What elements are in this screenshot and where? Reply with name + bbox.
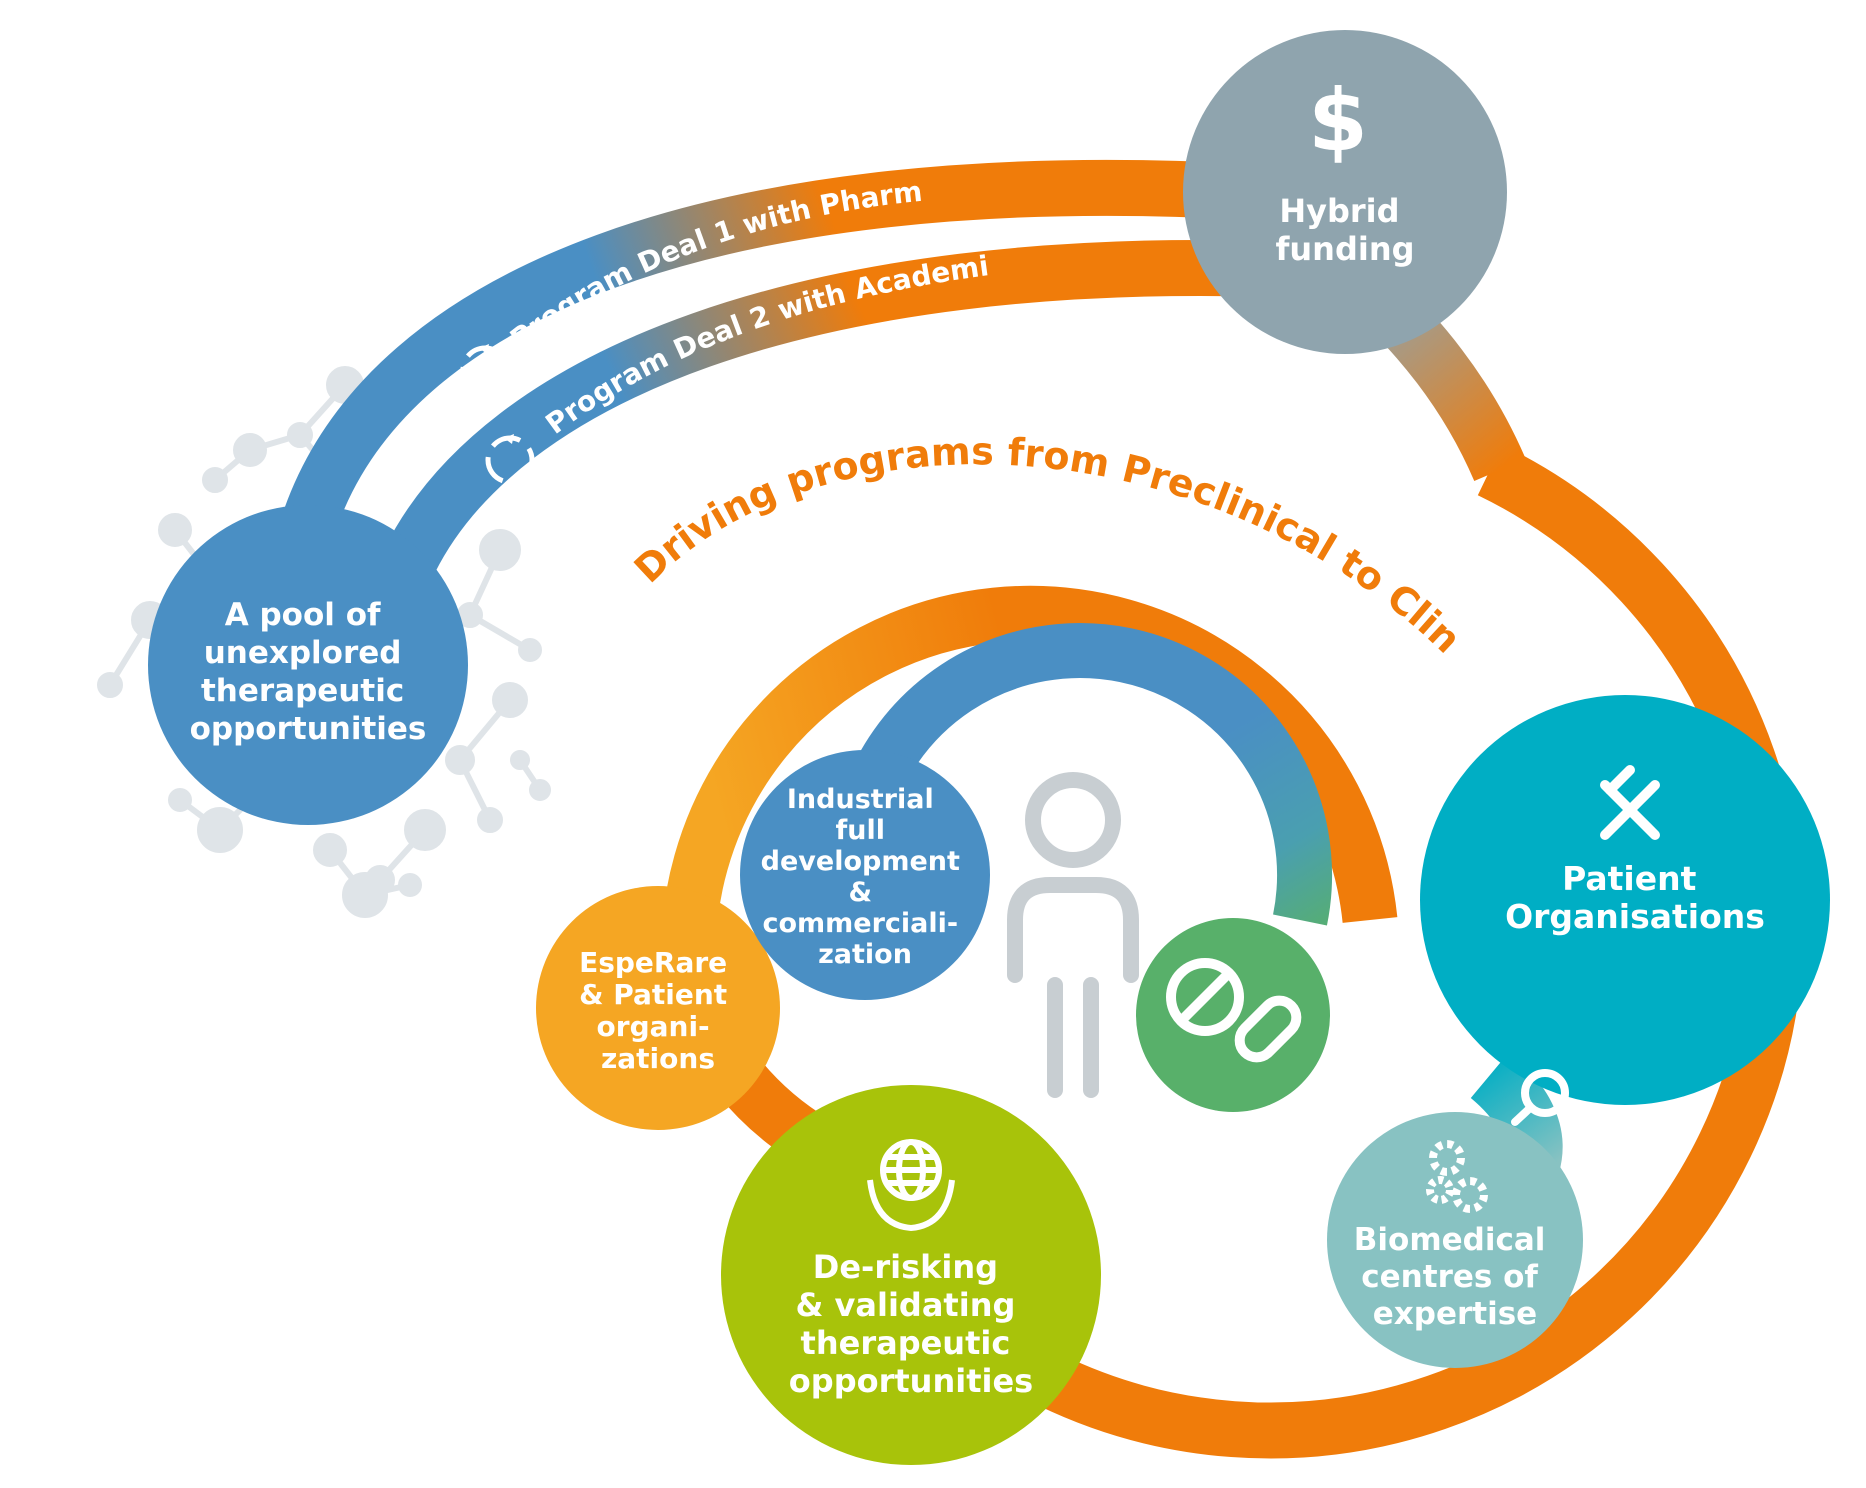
industrial-node[interactable]: Industrial full development & commercial…: [740, 750, 990, 1000]
esperare-node[interactable]: EspeRare & Patient organi- zations: [536, 886, 780, 1130]
patient-orgs-label: Patient Organisations: [1505, 859, 1765, 936]
inner-blue-ring: [833, 622, 1333, 926]
gears-icon: [1426, 1140, 1488, 1213]
person-icon: [1007, 772, 1139, 1098]
funding-node[interactable]: $ Hybrid funding: [1183, 30, 1507, 354]
dollar-icon: $: [1308, 71, 1368, 171]
deal1-arc: [283, 159, 1212, 530]
pool-label: A pool of unexplored therapeutic opportu…: [190, 597, 427, 747]
outer-ring: [1037, 444, 1804, 1459]
pills-node[interactable]: [1136, 918, 1330, 1112]
esperare-label: EspeRare & Patient organi- zations: [579, 946, 737, 1075]
industrial-label: Industrial full development & commercial…: [761, 784, 970, 970]
pool-node[interactable]: A pool of unexplored therapeutic opportu…: [148, 505, 468, 825]
ribbon-icon: [1600, 765, 1660, 840]
biomedical-label: Biomedical centres of expertise: [1354, 1222, 1556, 1332]
recycle-icon: [460, 344, 510, 395]
biomedical-node[interactable]: Biomedical centres of expertise: [1327, 1112, 1583, 1368]
recycle-icon: [485, 434, 535, 485]
patient-orgs-node[interactable]: Patient Organisations: [1420, 695, 1830, 1105]
derisking-node[interactable]: De-risking & validating therapeutic oppo…: [721, 1085, 1101, 1465]
derisking-label: De-risking & validating therapeutic oppo…: [789, 1248, 1033, 1400]
inner-outer-ring: [660, 585, 1398, 993]
deal2-arc: [384, 239, 1302, 573]
magnifier-icon: [1511, 1069, 1569, 1126]
globe-hands-icon: [867, 1139, 955, 1232]
pills-icon: [1166, 958, 1302, 1063]
funding-label: Hybrid funding: [1275, 192, 1414, 268]
